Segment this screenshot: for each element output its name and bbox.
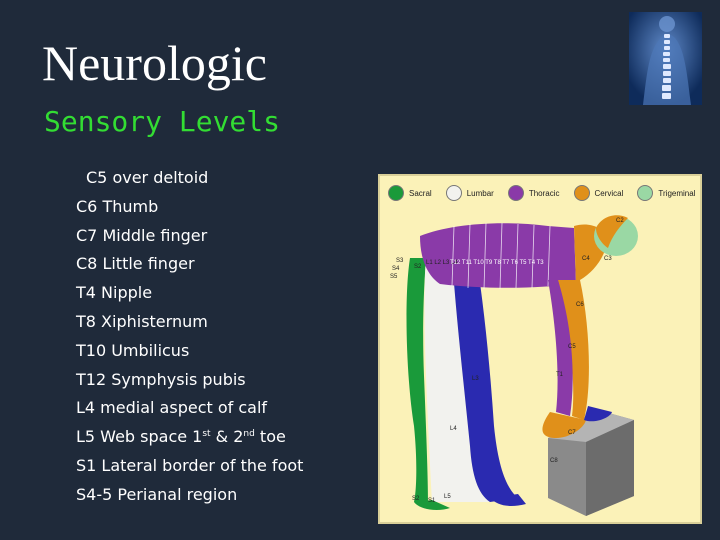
legend-item-trigeminal: Trigeminal <box>637 185 695 201</box>
list-item: S1 Lateral border of the foot <box>76 455 304 475</box>
dermatome-body-illustration <box>406 215 638 516</box>
list-item: T12 Symphysis pubis <box>76 369 246 389</box>
slide-subtitle: Sensory Levels <box>44 105 281 138</box>
legend-item-lumbar: Lumbar <box>445 185 494 201</box>
list-item: T10 Umbilicus <box>76 340 190 360</box>
list-item-text: toe <box>254 427 286 447</box>
list-item: L4 medial aspect of calf <box>76 398 268 418</box>
spine-icon <box>629 12 702 105</box>
list-item: C8 Little finger <box>76 254 195 274</box>
label-s2-foot: S2 <box>412 496 420 502</box>
label-l4: L4 <box>450 426 457 432</box>
label-thoracic: T12 T11 T10 T9 T8 T7 T6 T5 T4 T3 <box>450 260 544 266</box>
legend-item-thoracic: Thoracic <box>507 185 560 201</box>
list-item-text: & 2 <box>210 427 244 447</box>
slide-title: Neurologic <box>42 35 267 91</box>
superscript: nd <box>243 429 255 440</box>
list-item: T8 Xiphisternum <box>76 311 208 331</box>
legend-label: Thoracic <box>528 188 560 198</box>
list-item: C6 Thumb <box>76 196 159 216</box>
label-c3: C3 <box>604 256 612 262</box>
list-item: S4-5 Perianal region <box>76 484 238 504</box>
label-c6: C6 <box>576 302 584 308</box>
sensory-level-list: C5 over deltoid C6 Thumb C7 Middle finge… <box>76 164 303 510</box>
label-l3: L3 <box>472 376 479 382</box>
label-t1: T1 <box>556 372 564 378</box>
label-c4: C4 <box>582 256 590 262</box>
label-s5: S5 <box>390 274 398 280</box>
legend-label: Lumbar <box>466 188 494 198</box>
spine-thumbnail-image <box>629 12 702 105</box>
list-item: C5 over deltoid <box>86 168 209 187</box>
legend-swatch-trigeminal <box>637 185 654 201</box>
dermatome-figure: Sacral Lumbar Thoracic Cervical Trigemin… <box>378 174 702 524</box>
label-s1: S1 <box>428 498 436 504</box>
legend-swatch-sacral <box>388 185 404 201</box>
superscript: st <box>202 429 211 440</box>
list-item: L5 Web space 1st & 2nd toe <box>76 423 303 452</box>
label-c2: C2 <box>616 218 624 224</box>
list-item-text: L5 Web space 1 <box>76 427 203 447</box>
legend-swatch-cervical <box>573 185 590 201</box>
dermatome-legend: Sacral Lumbar Thoracic Cervical Trigemin… <box>388 182 696 204</box>
label-c8: C8 <box>550 458 558 464</box>
legend-label: Sacral <box>409 188 432 198</box>
legend-swatch-thoracic <box>507 185 524 201</box>
label-lumbar: L1 L2 L3 L4 <box>426 260 458 266</box>
label-l5: L5 <box>444 494 451 500</box>
list-item: T4 Nipple <box>76 283 153 303</box>
legend-swatch-lumbar <box>445 185 462 201</box>
label-c5: C5 <box>568 344 576 350</box>
legend-item-sacral: Sacral <box>388 185 432 201</box>
legend-item-cervical: Cervical <box>573 185 624 201</box>
legend-label: Cervical <box>594 188 624 198</box>
label-s3: S3 <box>396 258 404 264</box>
label-s2: S2 <box>414 264 422 270</box>
list-item: C7 Middle finger <box>76 225 208 245</box>
label-c7: C7 <box>568 430 576 436</box>
label-s4: S4 <box>392 266 400 272</box>
legend-label: Trigeminal <box>658 188 696 198</box>
